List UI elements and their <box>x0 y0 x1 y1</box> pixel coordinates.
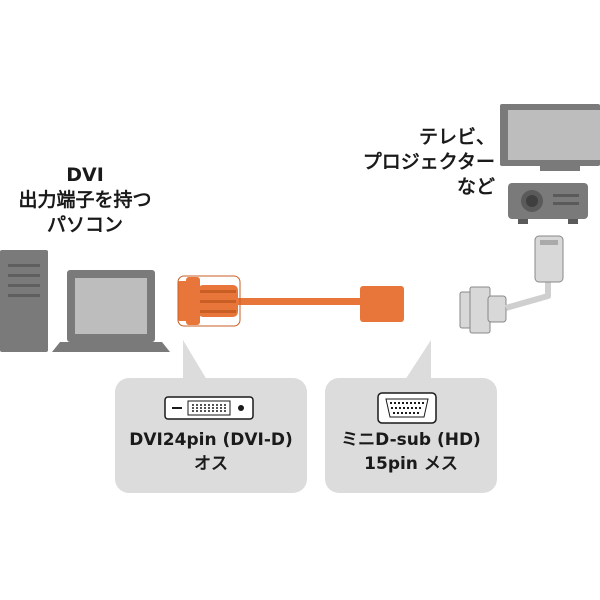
dvi-callout-line-2: オス <box>194 454 228 474</box>
vga-callout-line-1: ミニD-sub (HD) <box>341 430 481 450</box>
dvi-callout-box <box>115 340 307 493</box>
laptop-icon <box>52 270 170 352</box>
desktop-tower-icon <box>0 250 48 352</box>
vga-callout-box <box>325 340 497 493</box>
vga-callout-line-2: 15pin メス <box>364 454 458 474</box>
vga-callout-text: ミニD-sub (HD) 15pin メス <box>325 428 497 476</box>
cable-line <box>238 298 360 305</box>
target-device-label: テレビ、 プロジェクター など <box>330 125 495 200</box>
dvi-callout-line-1: DVI24pin (DVI-D) <box>129 430 293 450</box>
dvi-male-connector-icon <box>177 275 241 327</box>
dvi-callout-text: DVI24pin (DVI-D) オス <box>115 428 307 476</box>
projector-icon <box>508 183 588 224</box>
source-label-line-1: DVI <box>66 164 104 186</box>
vga-port-icon <box>377 392 437 424</box>
dvi-port-icon <box>164 396 254 420</box>
source-label-line-3: パソコン <box>46 214 123 236</box>
tv-icon <box>500 104 600 171</box>
target-label-line-1: テレビ、 <box>418 126 495 148</box>
vga-plug-icon <box>459 272 551 334</box>
vga-female-connector-icon <box>360 286 404 322</box>
vga-vertical-plug-icon <box>534 235 564 283</box>
target-label-line-2: プロジェクター <box>362 151 495 173</box>
source-device-label: DVI 出力端子を持つ パソコン <box>0 163 170 238</box>
source-label-line-2: 出力端子を持つ <box>18 189 152 211</box>
target-label-line-3: など <box>456 176 495 198</box>
